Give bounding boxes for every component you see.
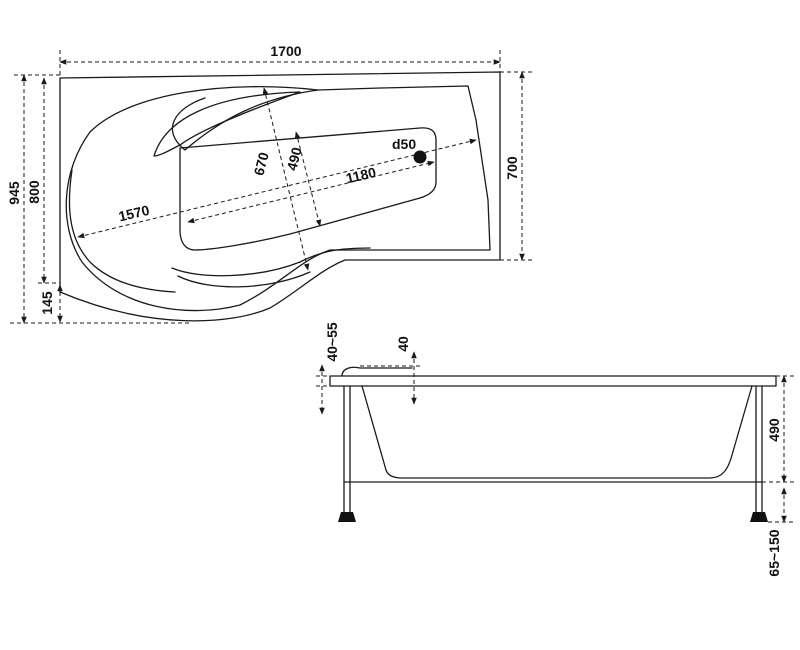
tub-side-body — [361, 385, 753, 479]
frame-left-foot — [338, 512, 356, 522]
tub-bowl-rim-swoosh — [153, 91, 301, 157]
tub-rim-inner — [65, 85, 491, 312]
dim-label-145: 145 — [39, 291, 55, 315]
drain-hole — [413, 150, 427, 164]
dim-label-40-55: 40~55 — [324, 322, 340, 362]
dim-line-490-plan — [294, 131, 322, 227]
dim-line-1180 — [187, 160, 435, 224]
frame-right-foot — [750, 512, 768, 522]
dim-label-800: 800 — [26, 180, 42, 204]
drain-label: d50 — [392, 136, 416, 152]
dim-label-490-side: 490 — [766, 418, 782, 442]
dim-line-670 — [262, 87, 310, 271]
tub-bowl-outer — [171, 89, 319, 151]
tub-left-curve — [68, 169, 176, 293]
side-view: 40~55 40 490 65~150 — [316, 322, 794, 577]
tub-lower-swoosh-2 — [177, 271, 311, 288]
dim-label-700: 700 — [504, 156, 520, 180]
dim-label-40: 40 — [395, 336, 411, 352]
dim-label-1570: 1570 — [117, 202, 151, 225]
tub-outer-outline — [59, 71, 501, 322]
dim-label-670: 670 — [251, 150, 272, 177]
dim-label-1700: 1700 — [270, 43, 301, 59]
dim-label-1180: 1180 — [344, 164, 377, 186]
dim-label-65-150: 65~150 — [766, 529, 782, 576]
tub-side-rim — [329, 375, 777, 387]
dim-label-490-plan: 490 — [284, 145, 305, 172]
plan-view: 1700 1570 1180 d50 670 490 945 800 145 7… — [6, 43, 532, 324]
tub-side-headrest — [341, 366, 413, 377]
dim-label-945: 945 — [6, 181, 22, 205]
